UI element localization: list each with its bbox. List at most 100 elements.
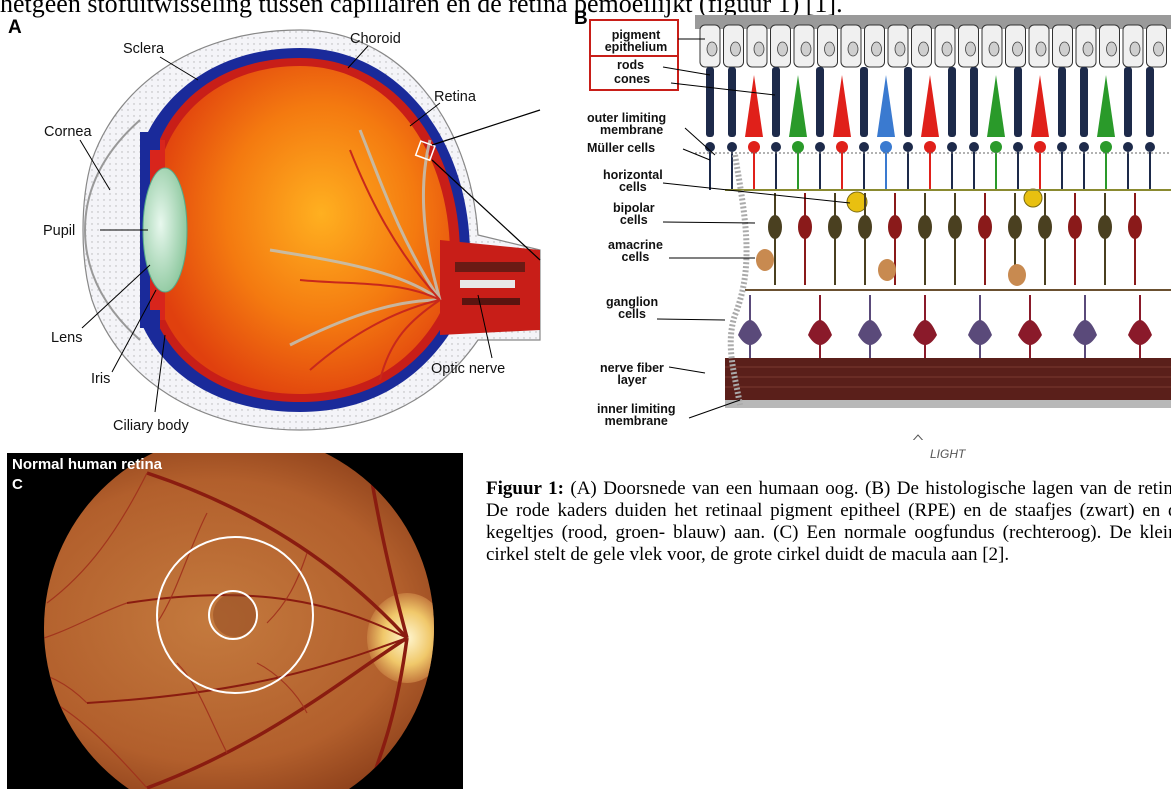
pigment-nucleus	[825, 42, 835, 56]
rod-nucleus	[859, 142, 869, 152]
bipolar-cell	[1068, 215, 1082, 239]
pigment-epithelium-cells	[700, 25, 1167, 67]
rod-cell	[1058, 67, 1066, 137]
pigment-nucleus	[942, 42, 952, 56]
caption-label: Figuur 1:	[486, 478, 564, 499]
label-pigment-epithelium: pigment epithelium	[598, 30, 674, 54]
pigment-nucleus	[1060, 42, 1070, 56]
rod-nucleus	[1013, 142, 1023, 152]
rod-cell	[970, 67, 978, 137]
cone-cell	[987, 75, 1005, 137]
cone-cell	[1097, 75, 1115, 137]
label-nerve-fiber-layer: nerve fiber layer	[600, 363, 664, 387]
amacrine-cell	[1008, 264, 1026, 286]
rod-nucleus	[1057, 142, 1067, 152]
fundus-title: Normal human retina	[12, 457, 162, 474]
cone-nucleus	[990, 141, 1002, 153]
rod-nucleus	[815, 142, 825, 152]
rod-cell	[706, 67, 714, 137]
rod-nucleus	[727, 142, 737, 152]
eye-diagram	[0, 0, 560, 450]
inner-limiting-band	[725, 400, 1171, 408]
pigment-nucleus	[919, 42, 929, 56]
light-arrow-icon	[910, 435, 926, 440]
figure-caption: Figuur 1: (A) Doorsnede van een humaan o…	[486, 478, 1171, 566]
label-ciliary-body: Ciliary body	[113, 419, 189, 434]
pigment-nucleus	[1154, 42, 1164, 56]
cone-cell	[789, 75, 807, 137]
rod-cell	[1146, 67, 1154, 137]
ganglion-cell	[1018, 320, 1042, 345]
cone-nucleus	[792, 141, 804, 153]
amacrine-cell	[756, 249, 774, 271]
label-horizontal-cells: horizontal cells	[603, 170, 663, 194]
label-cones: cones	[614, 74, 650, 86]
retina-layers-diagram	[585, 15, 1171, 440]
cone-nucleus	[1034, 141, 1046, 153]
cone-nucleus	[880, 141, 892, 153]
caption-text: (A) Doorsnede van een humaan oog. (B) De…	[486, 478, 1171, 565]
rod-cell	[860, 67, 868, 137]
label-pupil: Pupil	[43, 224, 75, 239]
pigment-nucleus	[801, 42, 811, 56]
fundus-photo	[7, 453, 463, 789]
pigment-nucleus	[989, 42, 999, 56]
bipolar-cell	[888, 215, 902, 239]
lens-shape	[143, 168, 187, 292]
optic-nerve-shape	[440, 240, 540, 335]
cone-cell	[833, 75, 851, 137]
rod-nucleus	[903, 142, 913, 152]
pigment-nucleus	[1036, 42, 1046, 56]
label-muller-cells: Müller cells	[587, 143, 655, 155]
bipolar-cell	[858, 215, 872, 239]
ganglion-cell	[1073, 320, 1097, 345]
label-cornea: Cornea	[44, 125, 92, 140]
ganglion-cell	[738, 320, 762, 345]
bipolar-cell	[798, 215, 812, 239]
label-choroid: Choroid	[350, 32, 401, 47]
cone-nucleus	[836, 141, 848, 153]
pigment-nucleus	[707, 42, 717, 56]
bipolar-cell	[948, 215, 962, 239]
photoreceptor-layer	[705, 67, 1171, 212]
bipolar-cell	[1128, 215, 1142, 239]
cone-cell	[745, 75, 763, 137]
horizontal-cell	[1024, 189, 1042, 207]
cone-nucleus	[1100, 141, 1112, 153]
amacrine-cell	[878, 259, 896, 281]
bipolar-cell	[828, 215, 842, 239]
pigment-nucleus	[872, 42, 882, 56]
pigment-nucleus	[1083, 42, 1093, 56]
label-amacrine-cells: amacrine cells	[608, 240, 663, 264]
label-light: LIGHT	[930, 447, 965, 461]
label-outer-limiting-membrane: outer limiting membrane	[587, 113, 666, 137]
rod-nucleus	[1123, 142, 1133, 152]
label-retina: Retina	[434, 90, 476, 105]
rod-cell	[1124, 67, 1132, 137]
rod-nucleus	[947, 142, 957, 152]
pigment-nucleus	[754, 42, 764, 56]
pigment-nucleus	[1013, 42, 1023, 56]
label-lens: Lens	[51, 331, 82, 346]
label-optic-nerve: Optic nerve	[431, 362, 505, 377]
bipolar-cell	[1098, 215, 1112, 239]
panel-c-letter: C	[12, 477, 23, 494]
pigment-nucleus	[731, 42, 741, 56]
pigment-nucleus	[848, 42, 858, 56]
label-ganglion-cells: ganglion cells	[606, 297, 658, 321]
pigment-nucleus	[1107, 42, 1117, 56]
ganglion-cells	[738, 295, 1152, 360]
bipolar-cells	[745, 193, 1171, 290]
pigment-nucleus	[1130, 42, 1140, 56]
pigment-nucleus	[778, 42, 788, 56]
cone-cell	[1031, 75, 1049, 137]
bipolar-cell	[1038, 215, 1052, 239]
bipolar-cell	[918, 215, 932, 239]
label-iris: Iris	[91, 372, 110, 387]
ganglion-cell	[1128, 320, 1152, 345]
cone-nucleus	[924, 141, 936, 153]
rod-cell	[772, 67, 780, 137]
nerve-fiber-band	[725, 358, 1171, 400]
pigment-nucleus	[895, 42, 905, 56]
rod-cell	[816, 67, 824, 137]
